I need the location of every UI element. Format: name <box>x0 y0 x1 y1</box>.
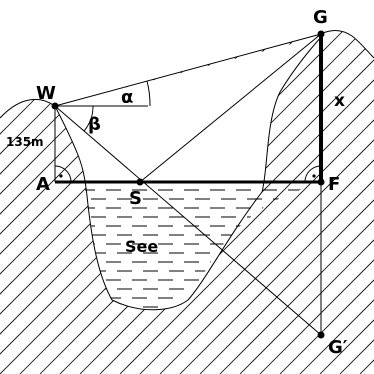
label-G-prime: G′ <box>328 337 348 358</box>
right-angle-F-dot <box>312 174 316 178</box>
hatch-line <box>159 30 374 374</box>
hatch-line <box>259 30 374 374</box>
label-beta: β <box>88 114 101 135</box>
point-F <box>317 178 325 186</box>
terrain-outline <box>0 30 374 119</box>
hatch-line <box>279 30 374 374</box>
hatch-line <box>139 30 374 374</box>
hatch-line <box>0 30 35 374</box>
hatch-line <box>79 30 374 374</box>
label-lake: See <box>125 237 158 256</box>
hatch-line <box>239 30 374 374</box>
angle-beta-arc <box>83 105 94 132</box>
point-W <box>51 102 59 110</box>
hatch-line <box>119 30 374 374</box>
line-W-G <box>54 33 322 107</box>
point-G <box>317 30 325 38</box>
right-angle-A-dot <box>59 174 63 178</box>
label-F: F <box>328 174 340 195</box>
hatch-line <box>339 30 374 374</box>
label-W: W <box>36 83 56 104</box>
label-A: A <box>36 174 50 195</box>
label-alpha: α <box>121 87 133 108</box>
point-Gprime <box>317 331 325 339</box>
lake-outline <box>54 35 323 311</box>
point-S <box>136 178 144 186</box>
right-angle-A <box>54 165 72 183</box>
angle-alpha-arc <box>146 80 151 107</box>
hatch-line <box>179 30 374 374</box>
hatch-line <box>199 30 374 374</box>
label-x: x <box>334 91 345 111</box>
lake-shore <box>55 36 322 310</box>
hatch-line <box>219 30 374 374</box>
line-S-G <box>139 33 322 183</box>
line-W-Gprime <box>54 105 322 336</box>
hatch-line <box>99 30 374 374</box>
label-height: 135m <box>6 135 44 149</box>
right-angle-F <box>304 165 322 183</box>
label-S: S <box>129 188 142 209</box>
hatch-line <box>299 30 374 374</box>
label-G: G <box>313 7 328 28</box>
